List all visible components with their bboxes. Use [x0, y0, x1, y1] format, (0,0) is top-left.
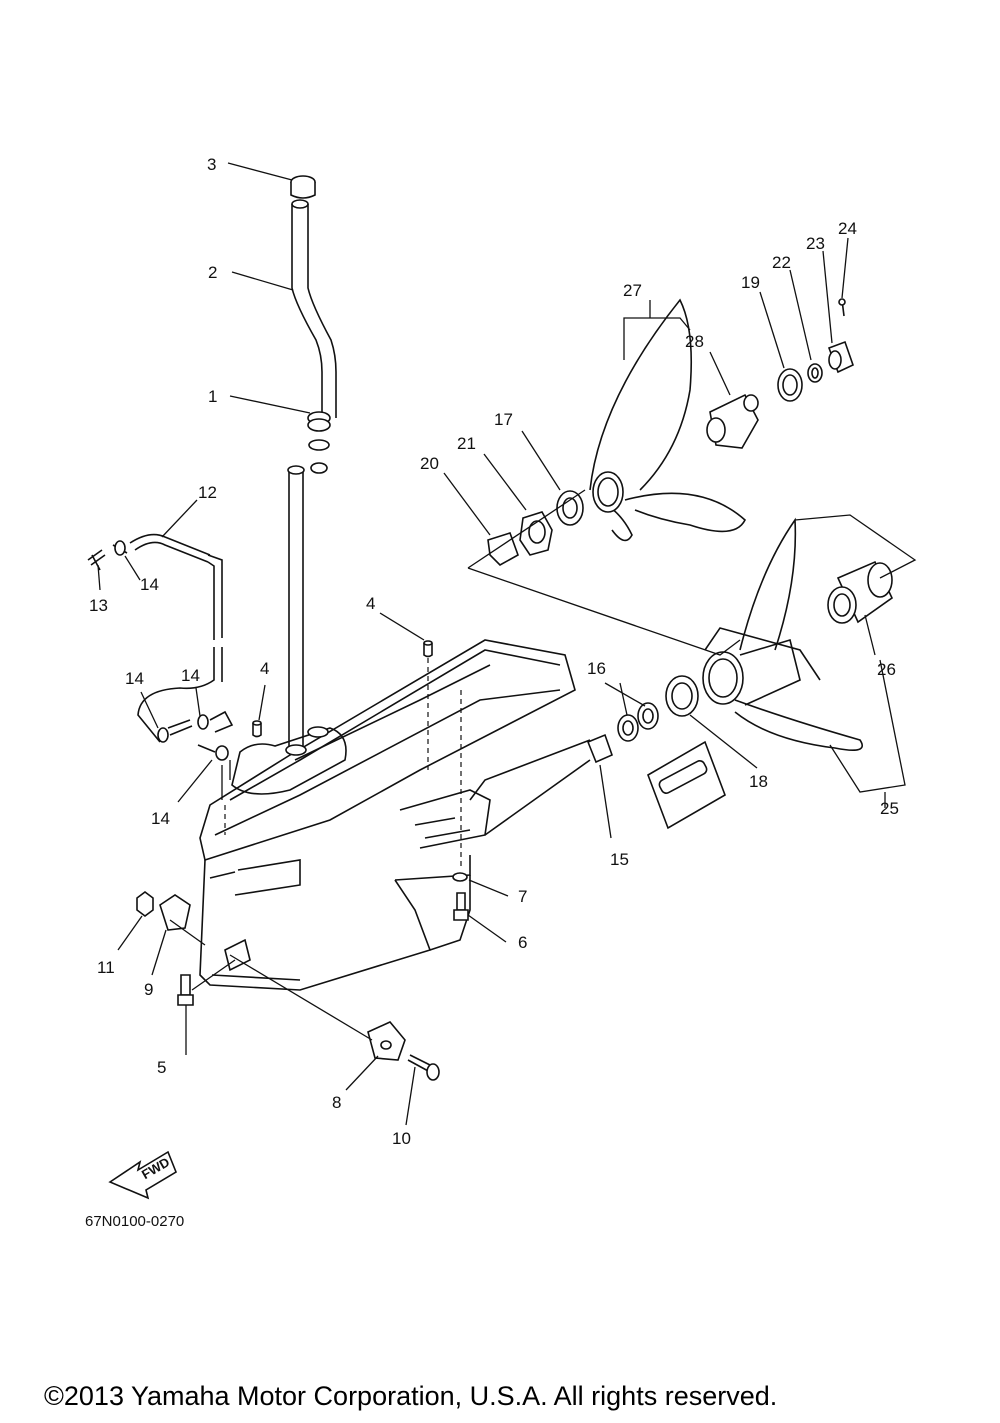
callout-14-b: 14: [125, 669, 144, 688]
callout-28: 28: [685, 332, 704, 351]
callout-3: 3: [207, 155, 216, 174]
copyright-notice: ©2013 Yamaha Motor Corporation, U.S.A. A…: [44, 1381, 777, 1411]
callout-12: 12: [198, 483, 217, 502]
callout-6: 6: [518, 933, 527, 952]
callout-9: 9: [144, 980, 153, 999]
callout-17: 17: [494, 410, 513, 429]
callout-2: 2: [208, 263, 217, 282]
callout-1: 1: [208, 387, 217, 406]
callout-18: 18: [749, 772, 768, 791]
callout-15: 15: [610, 850, 629, 869]
lower-case-housing: [199, 465, 591, 991]
callout-10: 10: [392, 1129, 411, 1148]
callout-24: 24: [838, 219, 857, 238]
callout-23: 23: [806, 234, 825, 253]
callout-8: 8: [332, 1093, 341, 1112]
callout-7: 7: [518, 887, 527, 906]
callout-20: 20: [420, 454, 439, 473]
callout-27: 27: [623, 281, 642, 300]
callout-21: 21: [457, 434, 476, 453]
callout-4: 4: [366, 594, 375, 613]
callout-14-d: 14: [151, 809, 170, 828]
callout-26: 26: [877, 660, 896, 679]
propeller-assembly-upper: [487, 298, 854, 566]
callout-5: 5: [157, 1058, 166, 1077]
callout-22: 22: [772, 253, 791, 272]
callout-11: 11: [97, 958, 115, 977]
callout-14-c: 14: [181, 666, 200, 685]
diagram-code: 67N0100-0270: [85, 1213, 184, 1230]
callout-16: 16: [587, 659, 606, 678]
callout-labels: 1 2 3 4 4 5 6 7 8 9 10 11 12 13 14 14 14…: [89, 155, 899, 1148]
callout-14-a: 14: [140, 575, 159, 594]
callout-25: 25: [880, 799, 899, 818]
callout-19: 19: [741, 273, 760, 292]
leader-lines: [97, 162, 917, 1126]
forward-direction-arrow-icon: FWD: [108, 1150, 177, 1200]
callout-13: 13: [89, 596, 108, 615]
propeller-assembly-lower: [702, 517, 894, 751]
water-tube-assembly: [290, 175, 337, 474]
hardware-parts: [87, 533, 726, 1081]
callout-4-second: 4: [260, 659, 269, 678]
